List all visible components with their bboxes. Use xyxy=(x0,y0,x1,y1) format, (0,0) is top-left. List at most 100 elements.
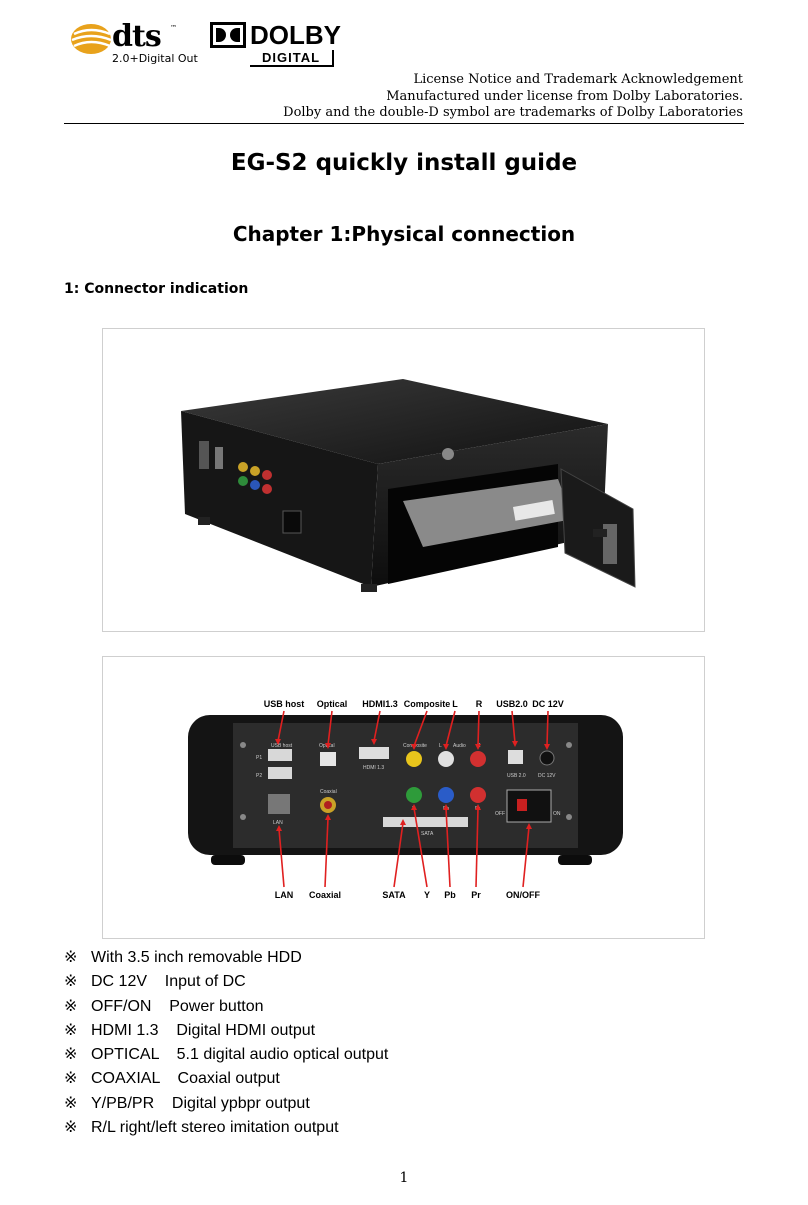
dolby-underline xyxy=(250,65,334,67)
callout-arrow xyxy=(546,710,549,747)
top-callout-label: R xyxy=(476,699,483,709)
rear-panel-diagram: P1 P2 USB host LAN Optical Coaxial HDMI … xyxy=(188,699,623,900)
callout-arrow xyxy=(477,710,480,747)
top-callout-label: USB host xyxy=(264,699,305,709)
arrowhead-icon xyxy=(276,825,282,831)
bottom-callout-label: Coaxial xyxy=(309,890,341,900)
callout-arrow xyxy=(413,710,428,747)
usb20-port xyxy=(508,750,523,764)
callout-arrow xyxy=(278,828,285,888)
component-pb-port xyxy=(438,787,454,803)
bottom-callout-label: Pb xyxy=(444,890,456,900)
panel-label-l: L xyxy=(439,743,442,749)
double-d-icon xyxy=(210,22,246,48)
reference-mark-icon: ※ xyxy=(64,1021,78,1039)
top-callout-label: DC 12V xyxy=(532,699,564,709)
usb-port-p2 xyxy=(268,767,292,779)
feature-text: With 3.5 inch removable HDD xyxy=(91,949,302,966)
panel-label-coaxial: Coaxial xyxy=(320,789,337,795)
feature-item: ※DC 12V Input of DC xyxy=(64,970,388,994)
reference-mark-icon: ※ xyxy=(64,1070,78,1088)
feature-item: ※ HDMI 1.3 Digital HDMI output xyxy=(64,1019,388,1043)
panel-label-p2: P2 xyxy=(256,773,262,779)
header-divider xyxy=(64,123,744,124)
reference-mark-icon: ※ xyxy=(64,997,78,1015)
feature-text: OFF/ON Power button xyxy=(91,997,264,1015)
device-photo xyxy=(102,328,705,632)
audio-right-port xyxy=(470,751,486,767)
section-heading: 1: Connector indication xyxy=(64,281,249,297)
arrowhead-icon xyxy=(371,739,377,745)
media-player-illustration xyxy=(181,379,636,592)
reference-mark-icon: ※ xyxy=(64,1046,78,1064)
feature-text: Y/PB/PR Digital ypbpr output xyxy=(91,1094,310,1112)
reference-mark-icon: ※ xyxy=(64,1094,78,1112)
license-notice-line: Dolby and the double-D symbol are tradem… xyxy=(283,105,743,120)
bottom-callout-label: SATA xyxy=(382,890,406,900)
arrowhead-icon xyxy=(400,819,406,825)
callout-arrow xyxy=(324,817,329,888)
callout-arrow xyxy=(327,710,333,746)
arrowhead-icon xyxy=(443,804,449,810)
arrowhead-icon xyxy=(325,743,331,749)
dts-wordmark: dts xyxy=(112,19,162,54)
dolby-logo: DOLBY DIGITAL xyxy=(210,20,341,68)
arrowhead-icon xyxy=(275,739,281,745)
top-callout-label: HDMI1.3 xyxy=(362,699,398,709)
callout-arrow xyxy=(413,807,428,888)
power-switch xyxy=(506,789,552,823)
panel-label-usb-host: USB host xyxy=(271,743,293,749)
panel-label-dc12v: DC 12V xyxy=(538,773,556,779)
component-pr-port xyxy=(470,787,486,803)
feature-item: ※COAXIAL Coaxial output xyxy=(64,1067,388,1091)
page-title: EG-S2 quickly install guide xyxy=(230,150,578,176)
callout-arrow xyxy=(511,710,516,744)
hdmi-port xyxy=(359,747,389,759)
optical-port xyxy=(320,752,336,766)
dts-logo: dts ™ 2.0+Digital Out xyxy=(70,19,198,65)
callout-arrow xyxy=(445,807,451,888)
hdd-drive xyxy=(403,479,573,547)
arrowhead-icon xyxy=(475,744,481,750)
panel-label-off: OFF xyxy=(495,811,505,817)
callout-arrow xyxy=(373,710,381,742)
rear-panel xyxy=(233,723,578,848)
callout-arrow xyxy=(277,710,285,742)
panel-label-lan: LAN xyxy=(273,820,283,826)
arrowhead-icon xyxy=(411,804,417,810)
dolby-wordmark: DOLBY xyxy=(250,20,341,50)
panel-label-hdmi: HDMI 1.3 xyxy=(363,765,384,771)
feature-text: R/L right/left stereo imitation output xyxy=(91,1119,339,1137)
top-callout-label: Composite xyxy=(404,699,451,709)
feature-item: ※R/L right/left stereo imitation output xyxy=(64,1116,388,1140)
dc-jack xyxy=(539,750,555,766)
panel-label-usb20: USB 2.0 xyxy=(507,773,526,779)
lan-port xyxy=(268,794,290,814)
dts-trademark: ™ xyxy=(170,24,177,32)
bottom-callout-label: LAN xyxy=(275,890,294,900)
feature-item: ※ Y/PB/PR Digital ypbpr output xyxy=(64,1092,388,1116)
arrowhead-icon xyxy=(411,744,417,750)
chapter-heading: Chapter 1:Physical connection xyxy=(232,222,576,246)
component-y-port xyxy=(406,787,422,803)
top-callout-label: USB2.0 xyxy=(496,699,528,709)
reference-mark-icon: ※ xyxy=(64,973,78,991)
feature-text: OPTICAL 5.1 digital audio optical output xyxy=(91,1046,389,1064)
arrowhead-icon xyxy=(544,744,550,750)
callout-arrow xyxy=(393,822,404,888)
license-notice: License Notice and Trademark Acknowledge… xyxy=(283,72,743,122)
bottom-callout-label: ON/OFF xyxy=(506,890,540,900)
rear-panel-photo: P1 P2 USB host LAN Optical Coaxial HDMI … xyxy=(102,656,705,939)
feature-item: ※With 3.5 inch removable HDD xyxy=(64,946,388,970)
feature-text: HDMI 1.3 Digital HDMI output xyxy=(91,1021,316,1039)
arrowhead-icon xyxy=(512,741,518,747)
dolby-subtitle: DIGITAL xyxy=(262,50,321,65)
panel-label-sata: SATA xyxy=(421,831,434,837)
arrowhead-icon xyxy=(526,823,532,829)
device-top xyxy=(181,379,608,464)
dts-subtitle: 2.0+Digital Out xyxy=(112,52,198,65)
license-notice-line: Manufactured under license from Dolby La… xyxy=(386,88,743,104)
sata-port xyxy=(383,817,468,827)
page-number: 1 xyxy=(399,1170,409,1186)
feature-item: ※ OFF/ON Power button xyxy=(64,995,388,1019)
